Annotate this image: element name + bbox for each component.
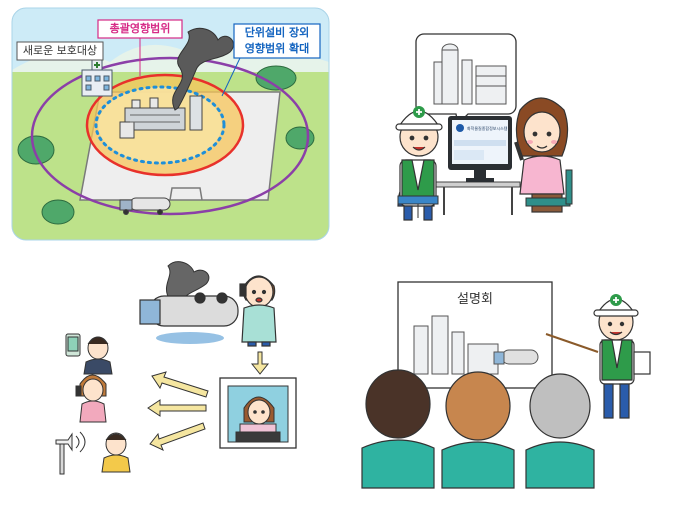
desk (435, 181, 521, 188)
presenter-worker-figure (593, 294, 651, 419)
new-protection-label-box (16, 41, 104, 61)
phone-woman-figure (75, 374, 107, 423)
safety-worker-figure (395, 106, 443, 221)
audience-member (525, 373, 595, 489)
overturned-tanker-icon (139, 292, 239, 344)
audience-member (441, 371, 515, 489)
panel-accident-notification (55, 261, 297, 475)
panel-briefing-session (361, 281, 651, 489)
arrow-left-middle (147, 399, 207, 417)
label-unit-impact-expansion: 단위설비 장외 영향범위 확대 (234, 25, 320, 59)
label-unit-line1: 단위설비 장외 (244, 26, 310, 39)
arrow-left-upper (151, 371, 209, 398)
factory-icon (119, 95, 203, 139)
board-title: 설명회 (457, 292, 493, 307)
plant-diagram-icon (413, 315, 539, 375)
down-arrow (250, 351, 270, 375)
woman-figure (514, 97, 569, 213)
plant-drawing-icon (433, 43, 507, 105)
listening-man-figure (101, 432, 131, 473)
operator-woman-figure (235, 396, 281, 443)
caller-man-figure (239, 275, 277, 347)
computer-monitor (448, 116, 512, 182)
monitor-system-title: 화학물질종합정보시스템 (467, 125, 508, 131)
smartphone-man-figure (65, 333, 113, 375)
label-total-impact-range: 총괄영향범위 (109, 22, 171, 35)
notification-arrows (147, 371, 209, 451)
smoke-plume (172, 27, 234, 111)
road (169, 187, 203, 201)
label-new-protection-target: 새로운 보호대상 (22, 44, 98, 57)
panel-consultation: 화학물질종합정보시스템 (395, 33, 573, 221)
new-protection-range-ellipse (30, 56, 310, 216)
chair-icon (397, 195, 439, 218)
panel-impact-map (11, 7, 330, 241)
arrow-left-lower (149, 422, 206, 451)
unit-impact-label-box (233, 23, 321, 59)
chair-icon (525, 169, 573, 207)
unit-impact-dotted-ring (94, 85, 226, 165)
pointer-stick (545, 333, 599, 353)
tanker-truck-icon (119, 197, 171, 215)
loudspeaker-tower-icon (55, 431, 86, 475)
accident-smoke (165, 261, 210, 303)
label-unit-line2: 영향범위 확대 (244, 42, 310, 55)
audience-member (361, 369, 435, 489)
hospital-building-icon (81, 59, 113, 97)
